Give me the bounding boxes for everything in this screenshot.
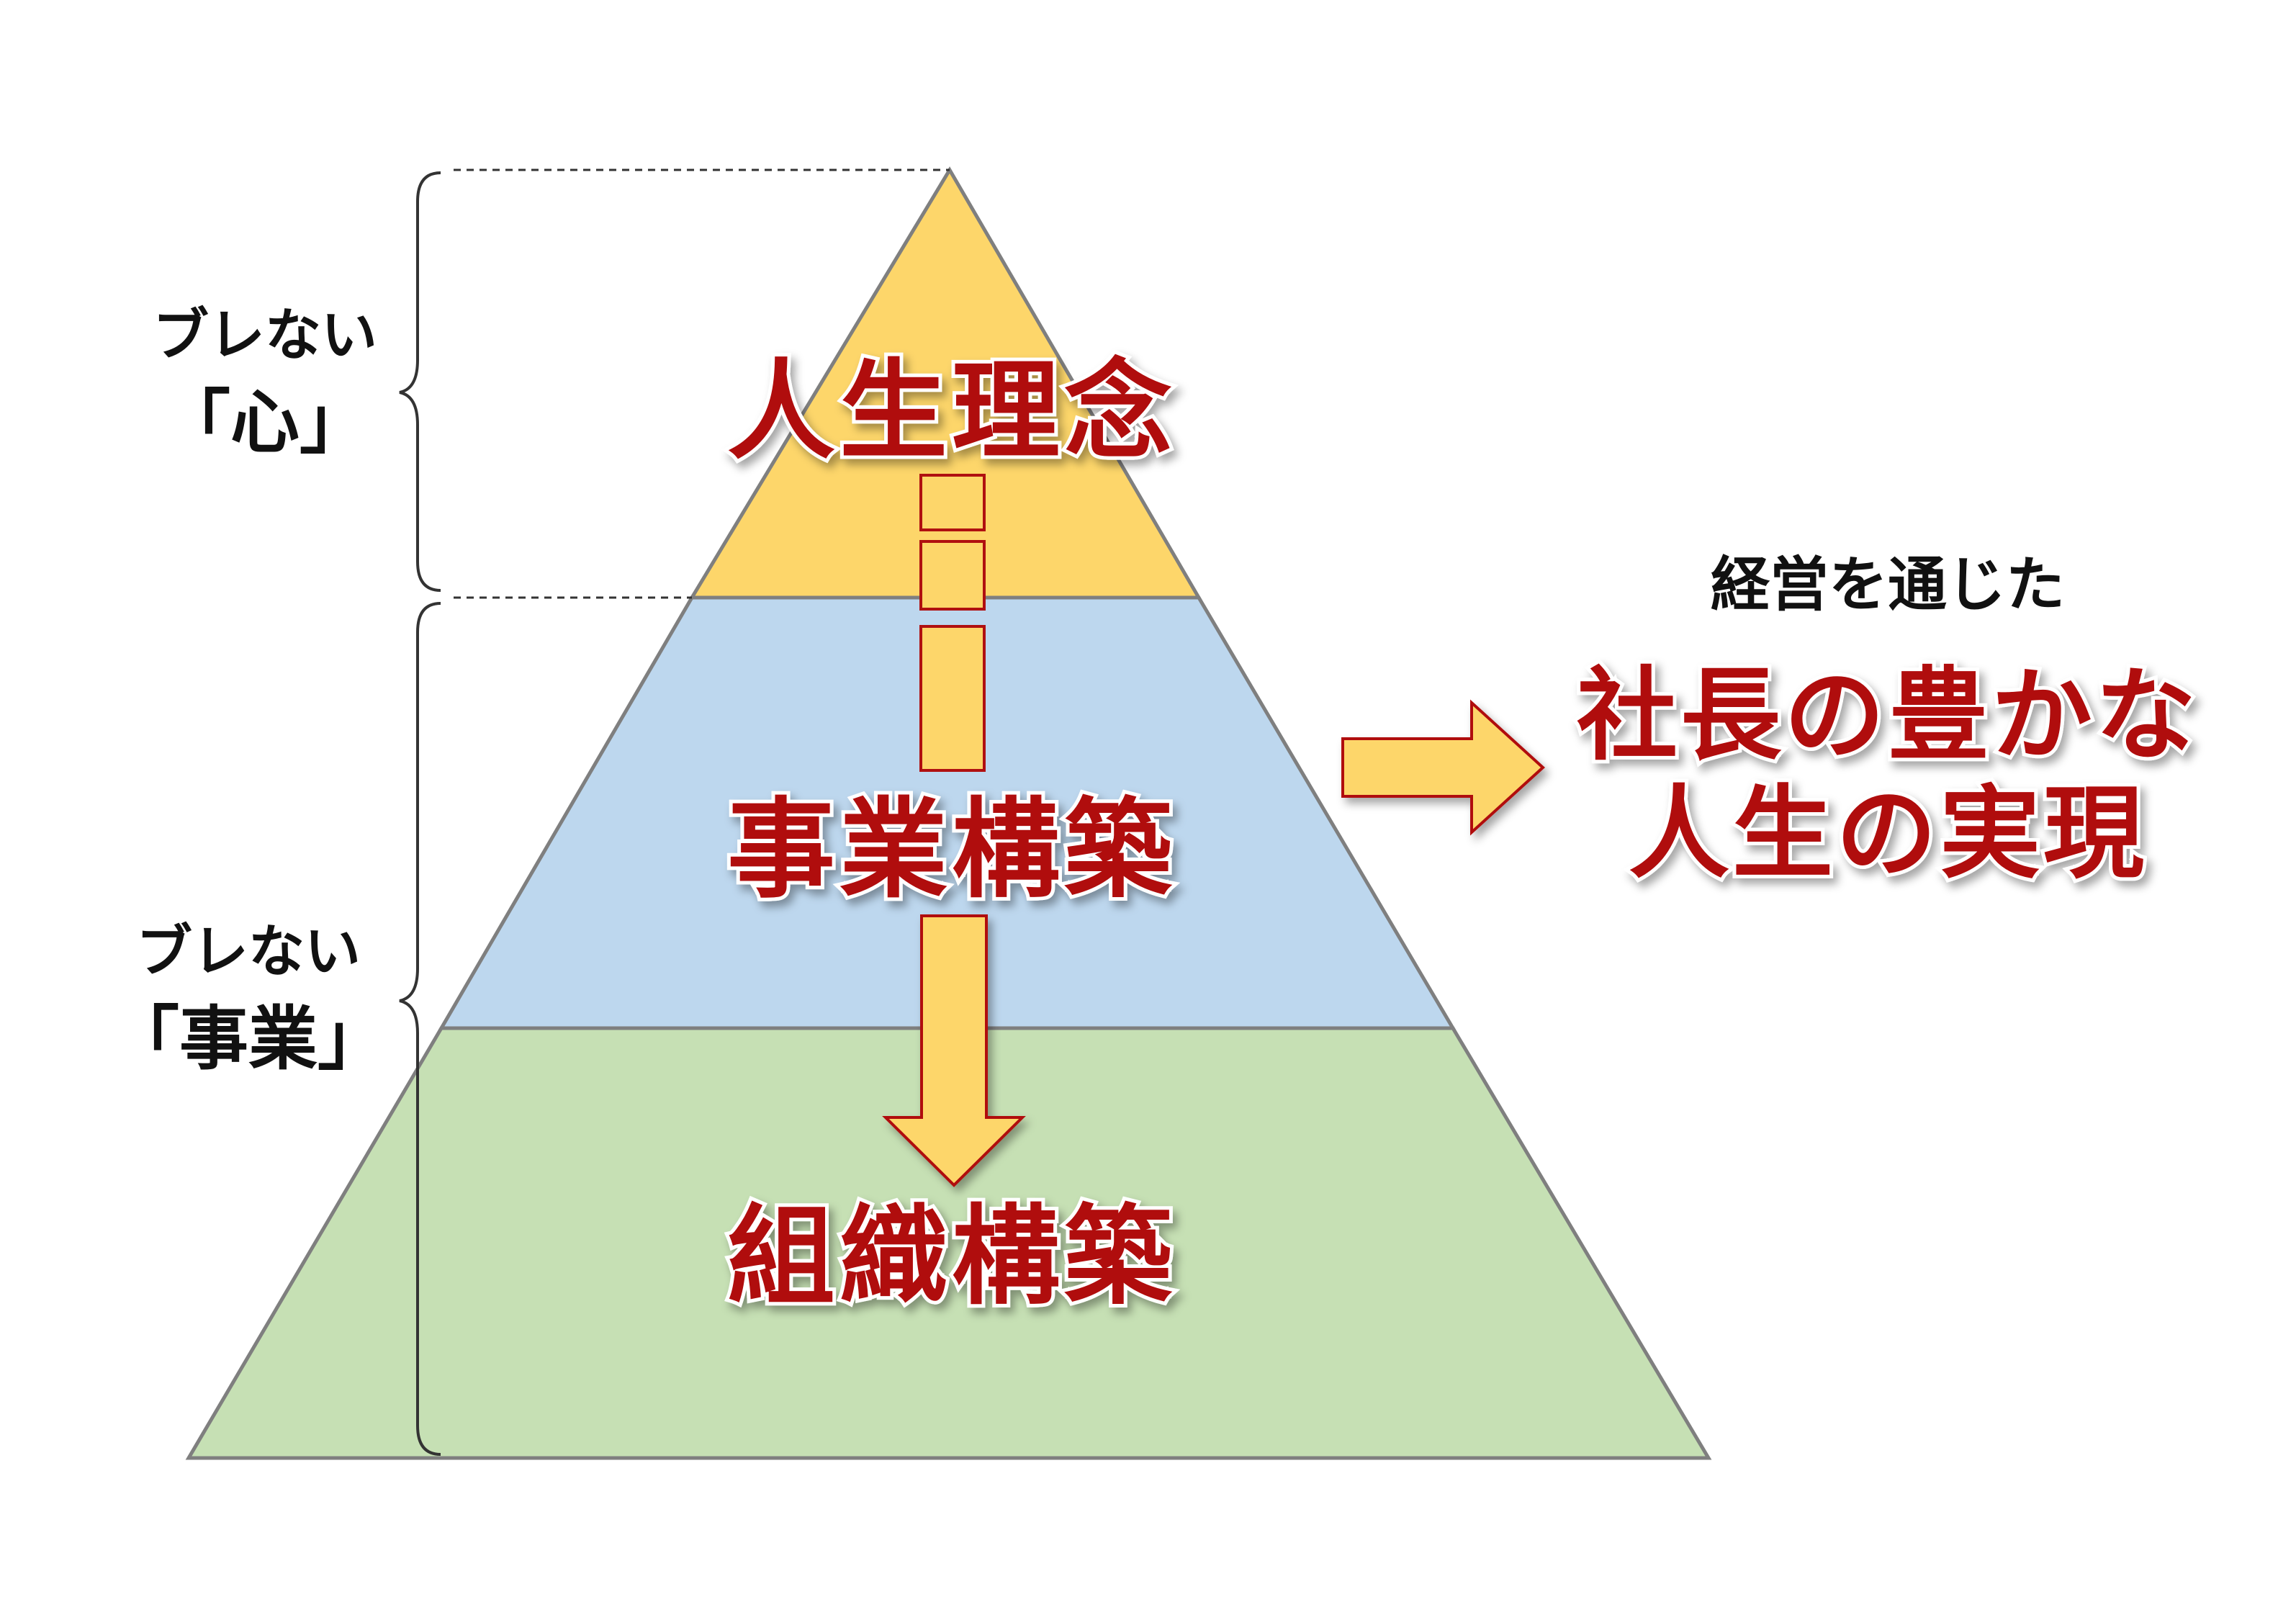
- arrow-segment: [919, 625, 986, 772]
- arrow-segment: [919, 540, 986, 611]
- bracket-upper-line2: 「心」: [161, 382, 369, 463]
- pyramid-label-top: 人生理念: [727, 349, 1176, 474]
- brace-lower: [399, 602, 441, 1456]
- pyramid-label-middle: 事業構築: [727, 788, 1176, 913]
- right-arrow: [1341, 699, 1545, 836]
- bracket-lower-line2: 「事業」: [110, 999, 387, 1079]
- pyramid-label-bottom: 組織構築: [727, 1194, 1176, 1320]
- brace-upper: [399, 171, 441, 592]
- arrow-segment: [919, 474, 986, 531]
- down-arrow: [882, 914, 1026, 1187]
- bracket-lower-line1: ブレない: [136, 919, 361, 984]
- bracket-upper-line1: ブレない: [153, 303, 377, 368]
- goal-line1: 社長の豊かな: [1577, 657, 2199, 775]
- goal-line2: 人生の実現: [1629, 775, 2147, 893]
- pyramid-tier-bottom: [185, 1026, 1712, 1460]
- goal-intro: 経営を通じた: [1711, 551, 2065, 619]
